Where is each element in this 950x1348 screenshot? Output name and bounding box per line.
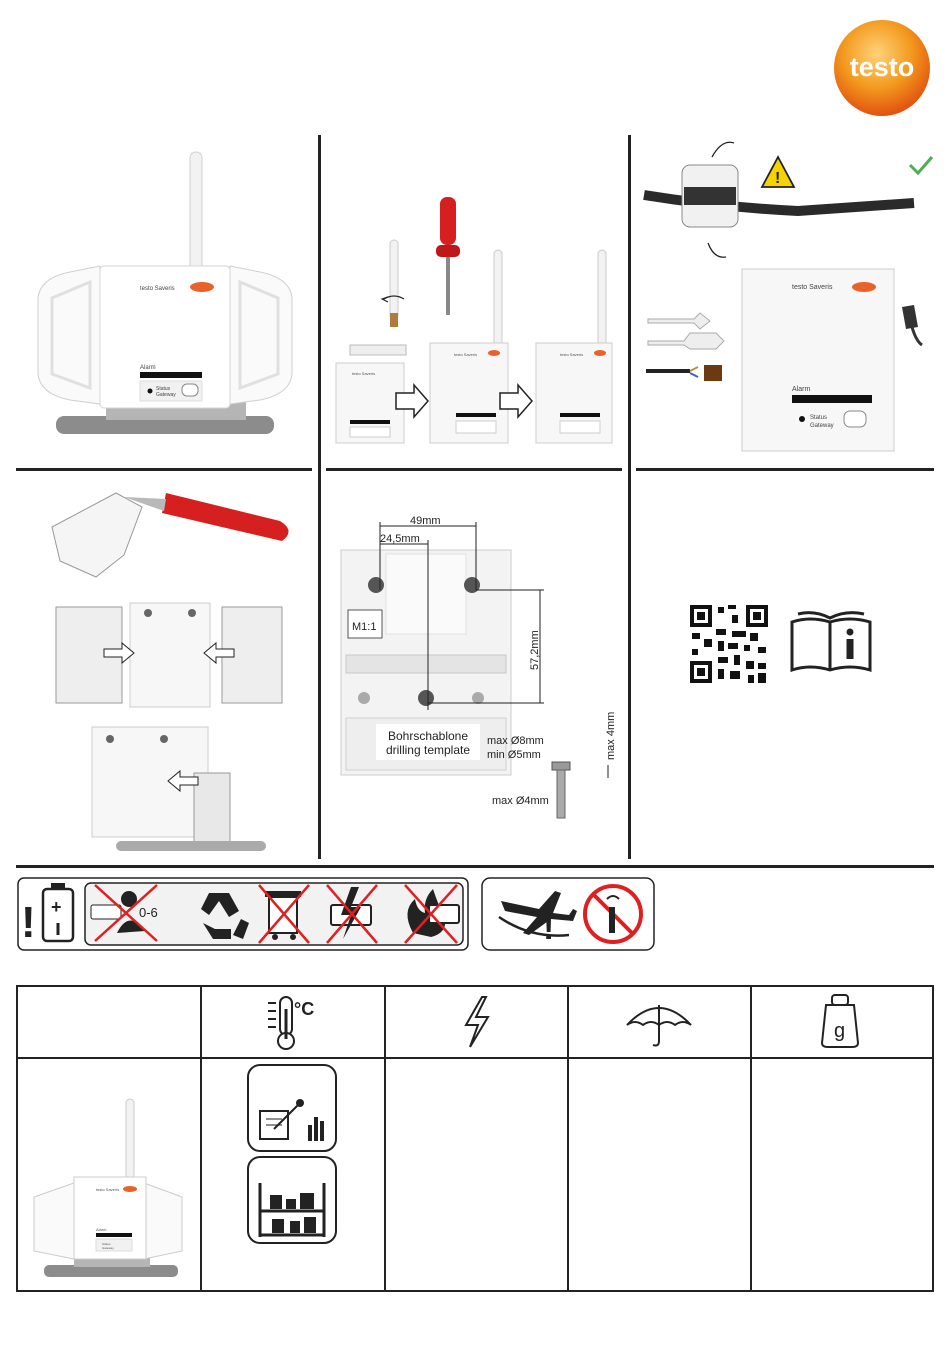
wall-mount-assembly <box>30 485 310 855</box>
header-temperature: °C <box>202 987 384 1057</box>
device-alarm-label: Alarm <box>96 1227 107 1232</box>
manual-info-icon[interactable] <box>788 608 874 676</box>
grid-divider <box>318 135 321 859</box>
device-brand-label: testo Saveris <box>96 1187 119 1192</box>
device-alarm-label: Alarm <box>792 386 810 393</box>
storage-icon <box>248 1157 336 1243</box>
header-power <box>386 987 567 1057</box>
screw-max-thread-label: max Ø4mm <box>492 795 549 807</box>
device-brand-label: testo Saveris <box>140 286 175 292</box>
device-brand-label: testo Saveris <box>352 371 375 376</box>
dimension-57-2mm: 57,2mm <box>529 630 541 670</box>
grid-divider <box>326 468 622 471</box>
table-device-image: testo Saveris Alarm Status Gateway <box>18 1059 200 1290</box>
scale-label: M1:1 <box>352 621 376 633</box>
device-gateway-label: Gateway <box>102 1246 114 1250</box>
drilling-template: M1:1 49mm 24,5mm 57,2mm Bohrschablone dr… <box>336 510 626 845</box>
header-weight: g <box>752 987 932 1057</box>
logo-text: testo <box>850 52 915 82</box>
device-status-label: Status <box>810 415 827 421</box>
svg-text:+: + <box>51 897 62 917</box>
qr-code[interactable] <box>688 603 770 685</box>
grid-divider <box>628 135 631 859</box>
device-brand-label: testo Saveris <box>454 352 477 357</box>
grid-divider <box>16 865 934 868</box>
lightning-icon <box>466 997 488 1047</box>
grid-divider <box>636 468 934 471</box>
device-gateway-label: Gateway <box>810 423 834 429</box>
grid-divider <box>16 468 312 471</box>
device-alarm-label: Alarm <box>140 365 156 371</box>
testo-logo: testo <box>830 18 934 118</box>
screw-max-depth-label: max 4mm <box>605 712 617 760</box>
age-label: 0-6 <box>139 905 158 920</box>
device-gateway-label: Gateway <box>156 392 176 398</box>
battery-warning-box: ! + 0-6 <box>17 877 469 951</box>
dimension-49mm: 49mm <box>410 515 441 527</box>
screw-max-head-label: max Ø8mm <box>487 735 544 747</box>
temperature-unit: °C <box>294 999 314 1019</box>
device-brand-label: testo Saveris <box>560 352 583 357</box>
umbrella-icon <box>627 1005 691 1046</box>
svg-text:!: ! <box>543 909 554 947</box>
template-label-de: Bohrschablone <box>388 729 468 743</box>
check-icon <box>910 157 932 173</box>
dimension-24-5mm: 24,5mm <box>380 533 420 545</box>
template-label-en: drilling template <box>386 743 470 757</box>
weight-unit: g <box>834 1020 845 1042</box>
ferrite-and-cables: ! testo Saveris Alarm Status Gateway <box>638 135 934 455</box>
operation-icon <box>248 1065 336 1151</box>
header-humidity <box>569 987 750 1057</box>
spec-table: °C g <box>16 985 934 1292</box>
svg-text:!: ! <box>21 898 36 947</box>
screw-min-head-label: min Ø5mm <box>487 749 541 761</box>
flight-warning-box: ! <box>481 877 655 951</box>
no-radio-icon <box>585 886 641 942</box>
thermometer-icon <box>268 997 294 1049</box>
device-brand-label: testo Saveris <box>792 284 833 291</box>
table-usage-icons <box>202 1059 384 1290</box>
antenna-install-steps: testo Saveris testo Saveris testo Saveri… <box>328 195 620 450</box>
screw-icon <box>552 762 570 770</box>
device-with-stand: testo Saveris Alarm Status Gateway <box>30 148 300 448</box>
svg-text:!: ! <box>775 170 780 187</box>
